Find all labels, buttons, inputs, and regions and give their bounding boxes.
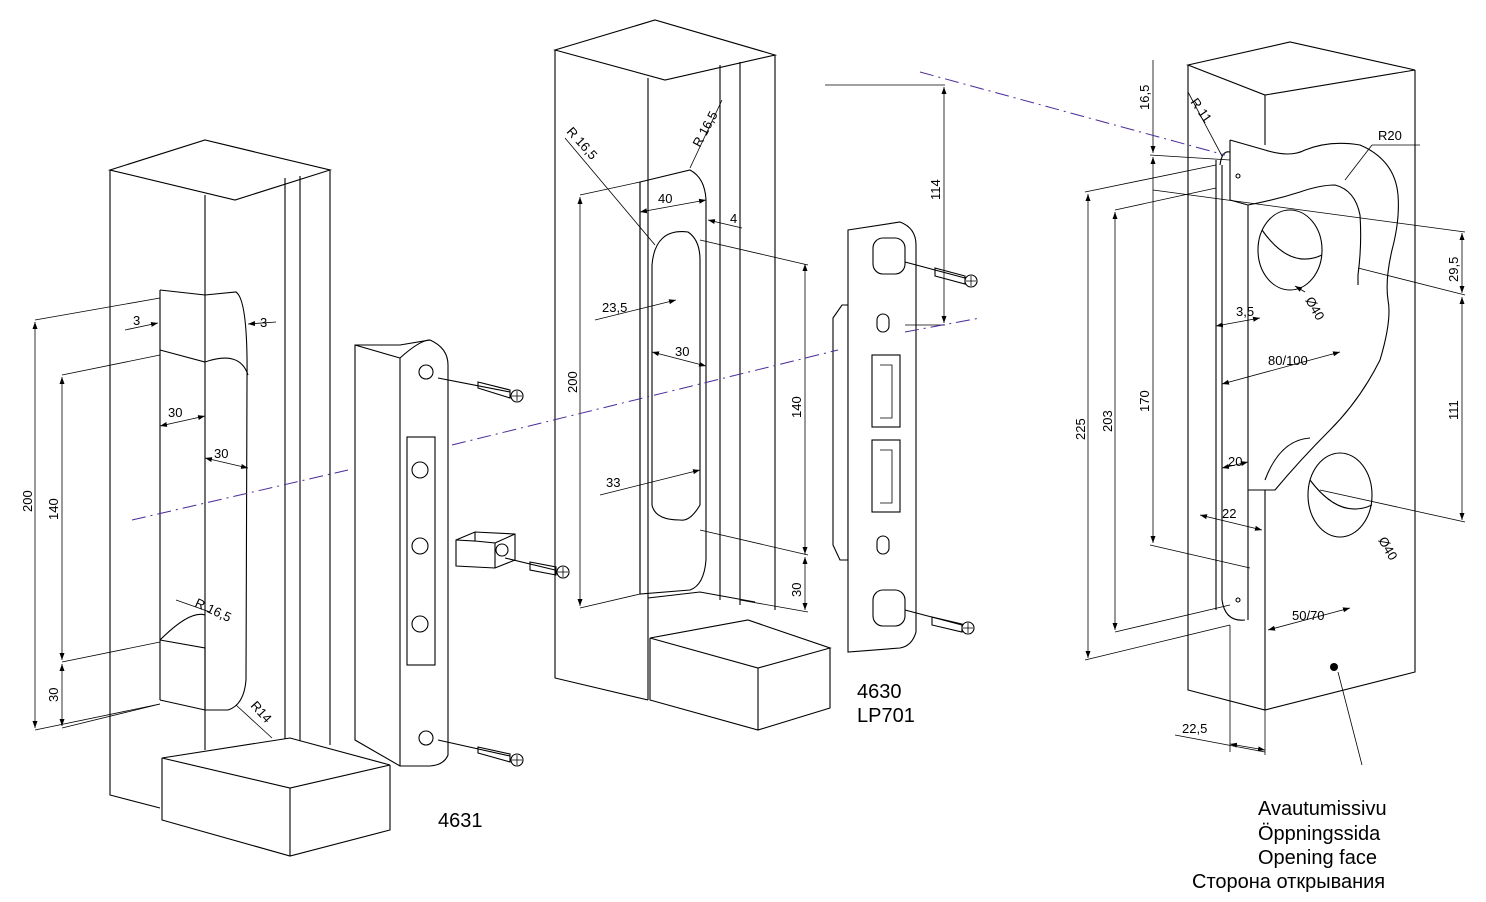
dim-middle-slot-width: 30 (675, 344, 689, 359)
dim-right-295: 29,5 (1446, 257, 1461, 282)
dim-right-backset: 80/100 (1268, 353, 1308, 368)
part-label-4631: 4631 (438, 810, 483, 832)
left-sill-block (161, 737, 391, 857)
legend-english: Opening face (1258, 847, 1377, 869)
dim-right-111: 111 (1446, 400, 1461, 420)
strike-plate-4630 (832, 221, 917, 653)
dim-middle-30: 30 (789, 583, 804, 597)
middle-dimensions (564, 84, 947, 613)
part-label-4630: 4630 (857, 681, 902, 703)
dim-middle-inner-offset: 23,5 (602, 300, 627, 315)
dim-right-hole-bottom: Ø40 (1375, 534, 1400, 563)
dim-left-slot-width: 30 (168, 405, 182, 420)
dim-left-lip-left: 3 (133, 313, 140, 328)
dim-middle-edge-offset: 4 (730, 211, 737, 226)
screw-middle-bottom (904, 609, 975, 635)
dim-middle-140: 140 (789, 396, 804, 418)
dim-right-20: 20 (1228, 454, 1242, 469)
middle-door-frame (553, 19, 778, 701)
dim-right-top-offset: 16,5 (1137, 85, 1152, 110)
legend-finnish: Avautumissivu (1258, 798, 1387, 820)
dim-right-203: 203 (1100, 410, 1115, 432)
dim-middle-radius-right: R 16,5 (689, 109, 720, 150)
dim-right-hole-top: Ø40 (1302, 294, 1327, 323)
dim-right-225b: 22,5 (1182, 721, 1207, 736)
dim-left-radius-slot: R 16,5 (193, 595, 234, 625)
strike-plate-4631 (354, 339, 449, 767)
dim-middle-top-width: 40 (658, 191, 672, 206)
dim-middle-200: 200 (565, 371, 580, 393)
dim-left-recess-width: 30 (214, 446, 228, 461)
screw-middle-top (904, 261, 978, 288)
dim-middle-lower-width: 33 (606, 475, 620, 490)
part-label-lp701: LP701 (857, 705, 915, 727)
dim-left-lip-right: 3 (260, 315, 267, 330)
dim-left-200: 200 (20, 490, 35, 512)
dim-right-170: 170 (1137, 390, 1152, 412)
dim-right-5070: 50/70 (1292, 608, 1325, 623)
left-dimensions (32, 297, 277, 739)
left-door-frame (107, 139, 333, 809)
screw-left-bottom (437, 739, 524, 767)
dim-right-edge-offset: 3,5 (1236, 304, 1254, 319)
middle-sill-block (649, 619, 832, 731)
dim-left-30: 30 (46, 688, 61, 702)
dim-right-225: 225 (1073, 418, 1088, 440)
dim-left-140: 140 (46, 498, 61, 520)
connector-block (455, 531, 570, 579)
screw-left-top (437, 377, 524, 403)
dim-right-22: 22 (1222, 506, 1236, 521)
right-dimensions (1084, 60, 1466, 766)
legend-russian: Сторона открывания (1192, 871, 1385, 893)
dim-right-radius-small: R 11 (1188, 95, 1215, 125)
alignment-axes (131, 71, 1226, 521)
dim-right-radius-large: R20 (1378, 128, 1402, 143)
legend-swedish: Öppningssida (1258, 823, 1381, 845)
dim-left-radius-corner: R14 (248, 698, 275, 726)
dim-middle-screw-spacing: 114 (928, 179, 943, 200)
